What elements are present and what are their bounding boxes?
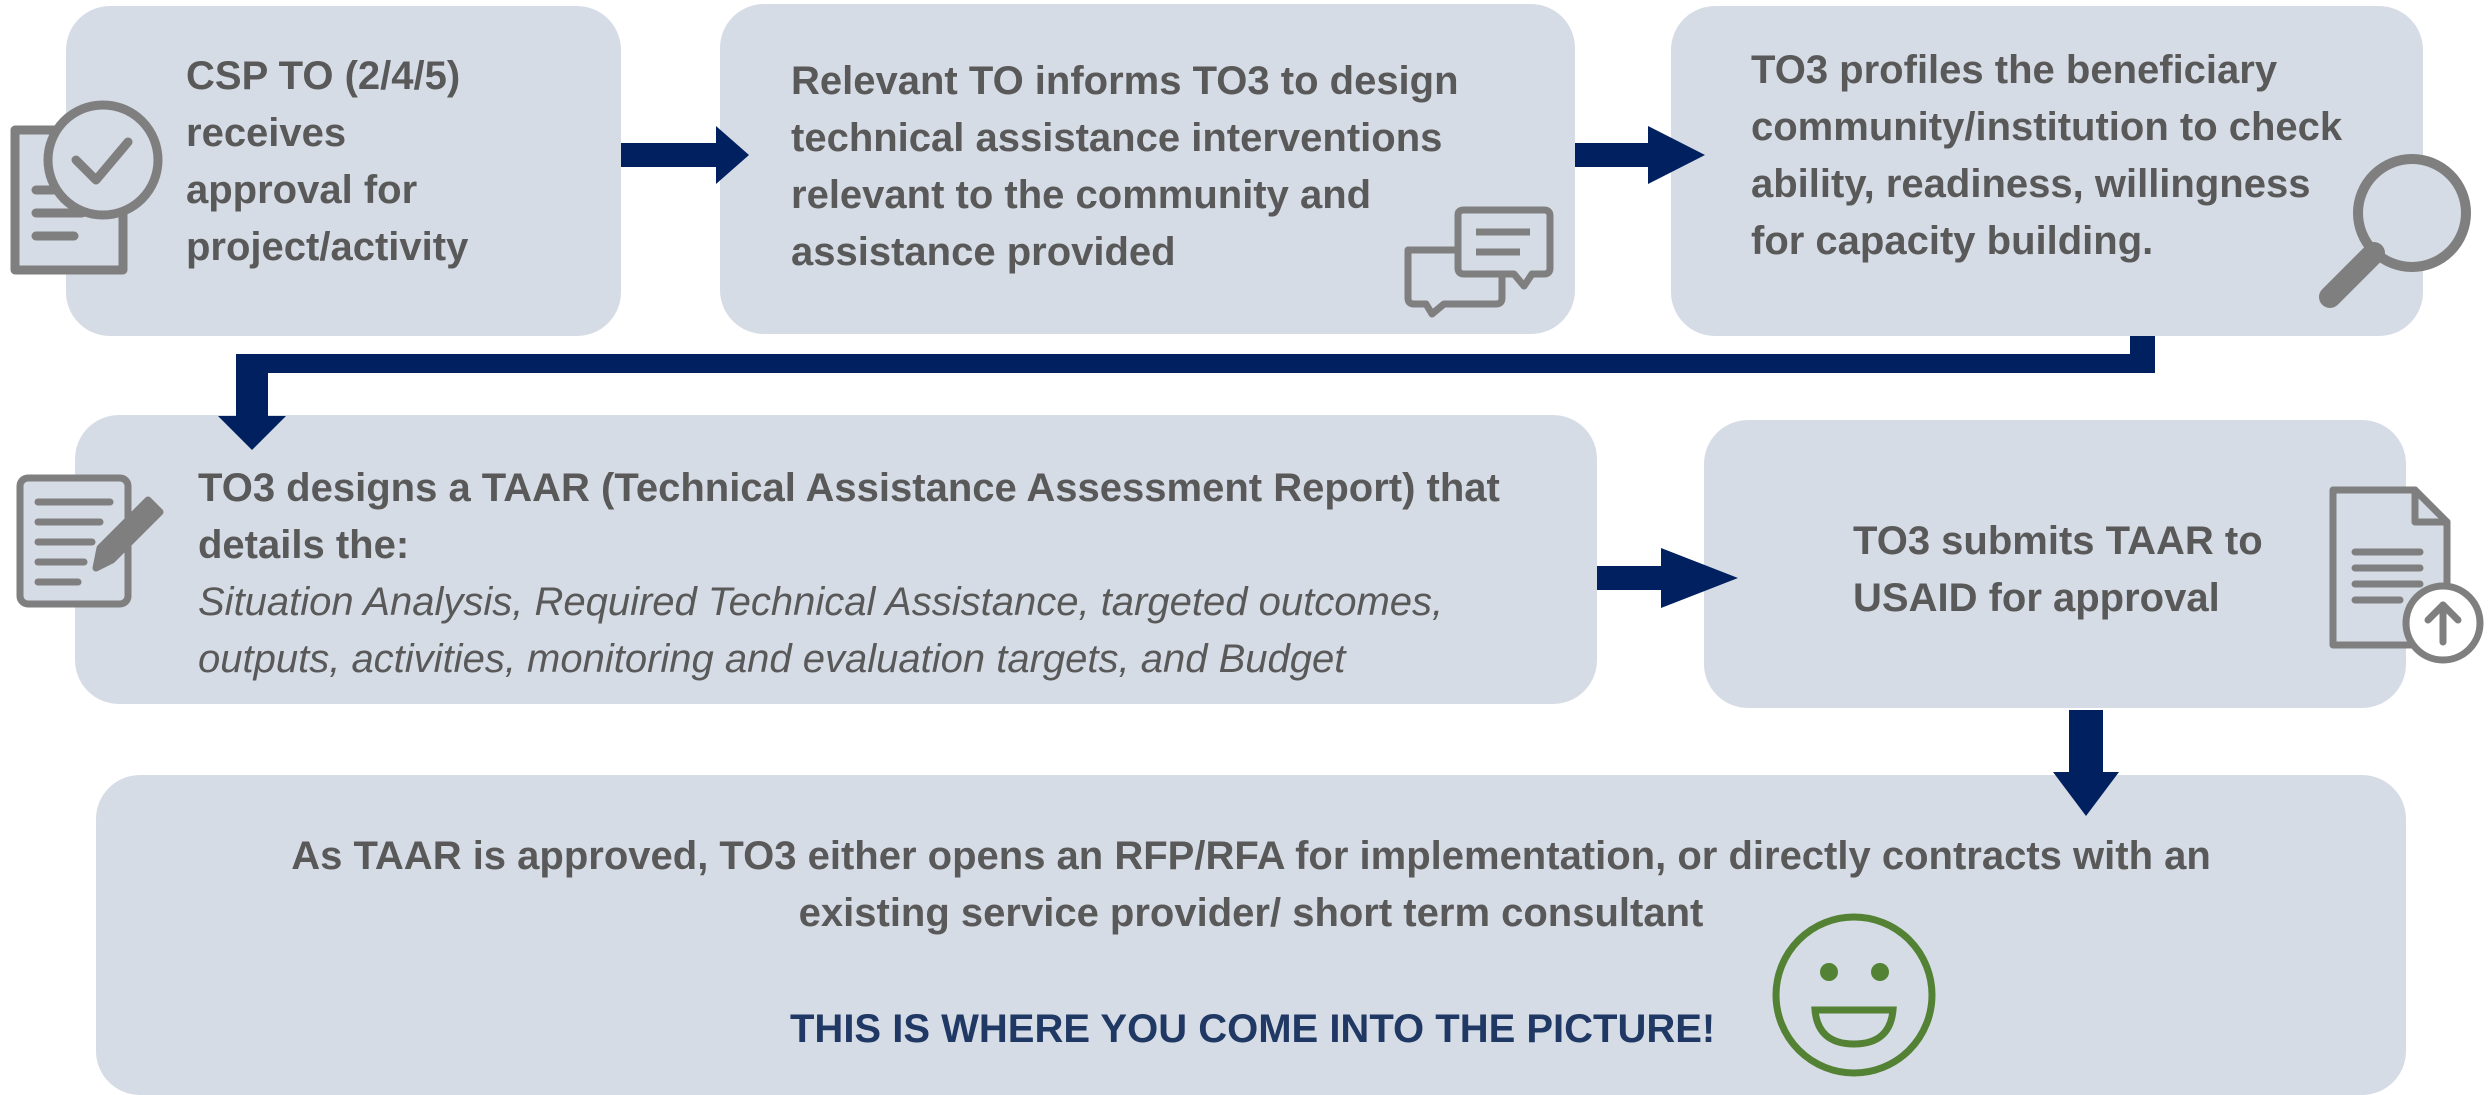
arrow-step4-to-step5: [1597, 548, 1738, 608]
step6-line: existing service provider/ short term co…: [798, 891, 1704, 935]
upload-document-icon: [2329, 486, 2484, 664]
checked-document-icon: [10, 100, 163, 275]
step2-text: Relevant TO informs TO3 to design techni…: [791, 53, 1459, 281]
step3-line: ability, readiness, willingness: [1751, 162, 2311, 206]
arrow-step2-to-step3: [1575, 126, 1705, 184]
step1-line: approval for: [186, 168, 418, 212]
step4-detail-text: Situation Analysis, Required Technical A…: [198, 574, 1443, 688]
step6-box: [96, 775, 2406, 1095]
step2-line: assistance provided: [791, 230, 1176, 274]
step5-box: [1704, 420, 2406, 708]
arrow-step3-to-step4: [218, 336, 2155, 450]
step2-line: relevant to the community and: [791, 173, 1372, 217]
step4-detail-line: Situation Analysis, Required Technical A…: [198, 580, 1444, 624]
step4-line: details the:: [198, 523, 410, 567]
step3-line: for capacity building.: [1751, 219, 2154, 263]
step1-line: receives: [186, 111, 347, 155]
arrow-step5-to-step6: [2053, 710, 2119, 816]
step2-line: technical assistance interventions: [791, 116, 1443, 160]
step4-box: [75, 415, 1597, 704]
step3-line: TO3 profiles the beneficiary: [1751, 48, 2278, 92]
step4-text: TO3 designs a TAAR (Technical Assistance…: [198, 460, 1500, 574]
step5-line: USAID for approval: [1853, 576, 2220, 620]
step5-line: TO3 submits TAAR to: [1853, 519, 2263, 563]
step4-line: TO3 designs a TAAR (Technical Assistance…: [198, 466, 1500, 510]
step4-detail-line: outputs, activities, monitoring and eval…: [198, 637, 1346, 681]
step6-text: As TAAR is approved, TO3 either opens an…: [96, 828, 2406, 942]
step3-line: community/institution to check: [1751, 105, 2343, 149]
step2-line: Relevant TO informs TO3 to design: [791, 59, 1459, 103]
edit-document-icon: [16, 474, 164, 608]
step1-line: project/activity: [186, 225, 469, 269]
chat-bubbles-icon: [1404, 206, 1554, 318]
step3-text: TO3 profiles the beneficiary community/i…: [1751, 42, 2342, 270]
step6-callout: THIS IS WHERE YOU COME INTO THE PICTURE!: [790, 1007, 1716, 1051]
step3-box: [1671, 6, 2423, 336]
arrow-step1-to-step2: [621, 126, 749, 184]
step1-line: CSP TO (2/4/5): [186, 54, 461, 98]
step6-line: As TAAR is approved, TO3 either opens an…: [291, 834, 2211, 878]
smiley-icon: [1772, 913, 1936, 1077]
magnifier-icon: [2319, 154, 2471, 308]
step1-text: CSP TO (2/4/5) receives approval for pro…: [186, 48, 468, 276]
step5-text: TO3 submits TAAR to USAID for approval: [1853, 513, 2263, 627]
